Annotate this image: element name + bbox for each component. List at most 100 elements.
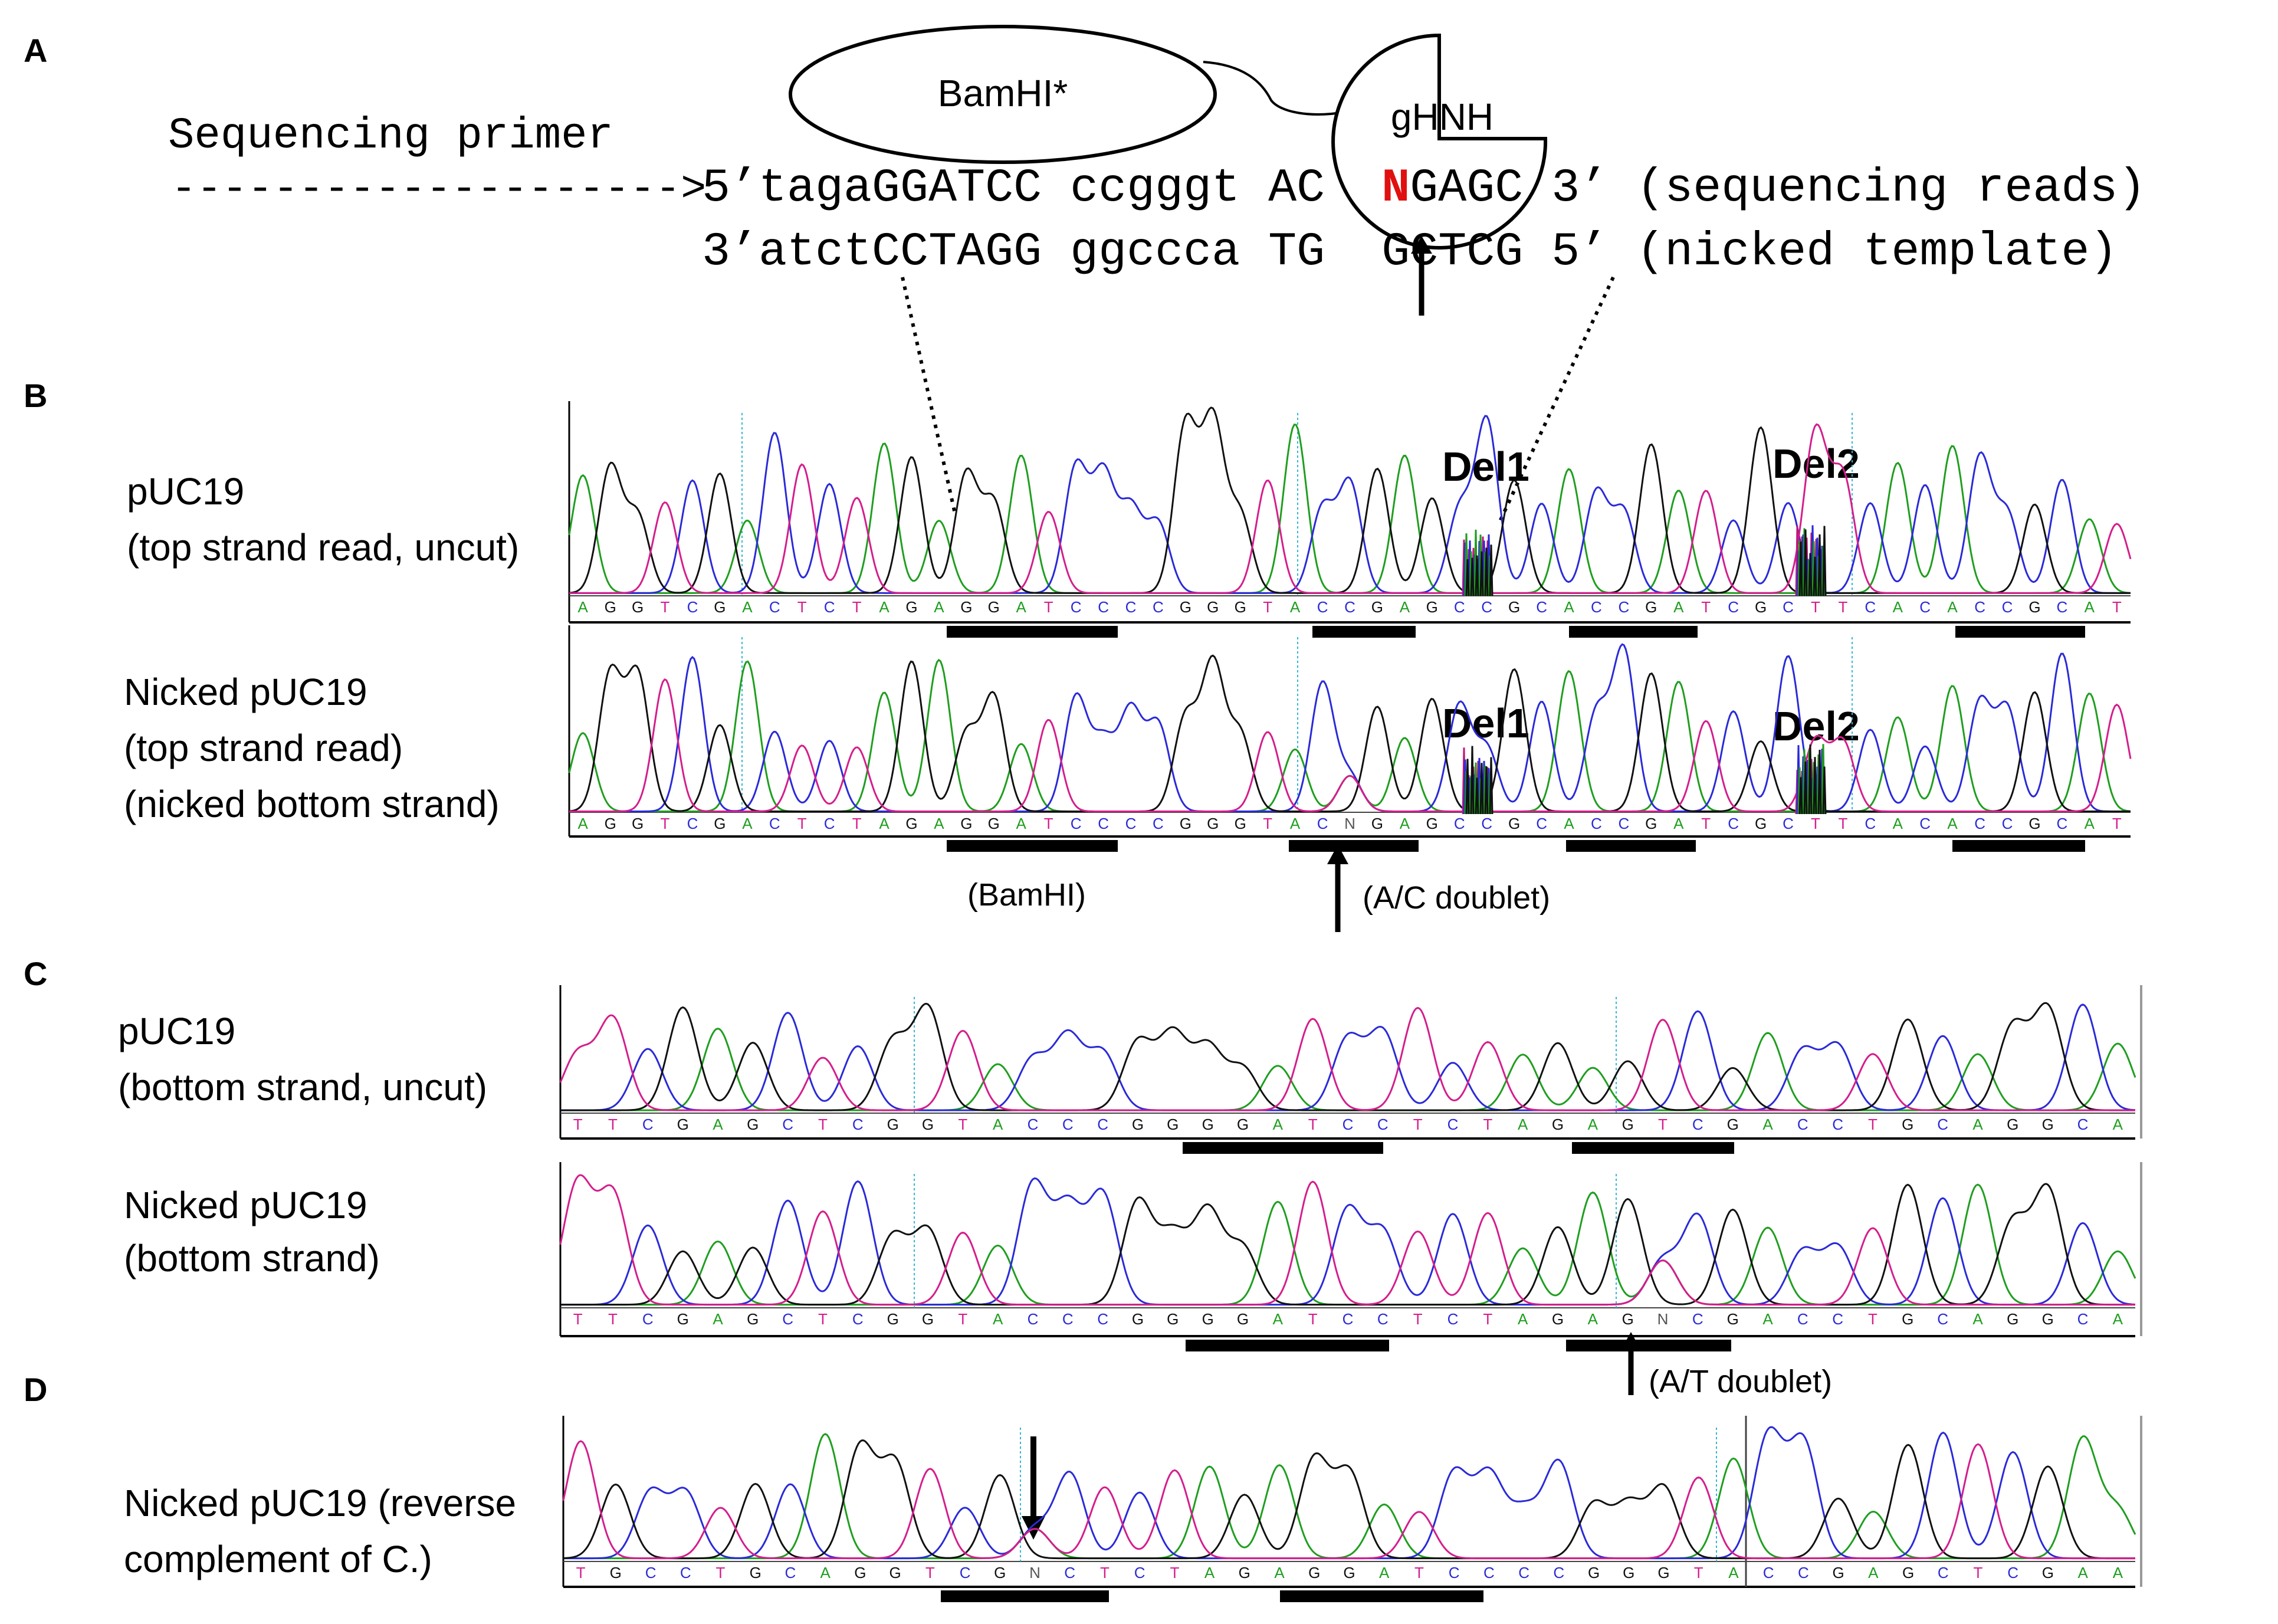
base-call: T [1694,1564,1703,1582]
base-call: A [1016,598,1027,616]
highlight-bar [1312,626,1416,638]
base-call: C [1028,1310,1039,1328]
base-call: C [1832,1310,1843,1328]
base-call: C [1937,1310,1948,1328]
base-call: T [576,1564,586,1582]
base-call: C [769,598,780,616]
base-call: A [2085,598,2095,616]
deletion-spike [1798,744,1827,815]
base-call: G [605,815,616,832]
base-call: C [687,598,698,616]
base-call: G [922,1310,934,1328]
base-call: A [1564,598,1574,616]
base-call: C [1937,1116,1948,1133]
bamhi-label: BamHI* [938,72,1068,114]
base-call: C [2002,815,2013,832]
base-call: G [1235,815,1246,832]
base-call: G [605,598,616,616]
primer-arrow: --------------------> [171,165,706,214]
base-call: T [573,1310,583,1328]
base-call: G [1202,1310,1214,1328]
base-call: G [922,1116,934,1133]
trace-channel-T [569,423,2132,594]
base-call: T [573,1116,583,1133]
trace-channel-T [559,1174,2135,1306]
base-call: C [852,1310,864,1328]
base-call: T [1658,1116,1668,1133]
base-call: C [1798,1564,1809,1582]
base-call: C [1797,1310,1808,1328]
base-call: C [824,598,835,616]
base-call: G [889,1564,901,1582]
base-call: A [820,1564,831,1582]
bamhi-ellipse [789,25,1217,164]
base-call: C [1344,598,1355,616]
base-call: G [2042,1310,2054,1328]
base-call: A [934,598,944,616]
base-call: G [1371,815,1383,832]
base-call: T [797,598,807,616]
base-call: G [2042,1116,2054,1133]
base-call: G [632,815,644,832]
deletion-spike [1795,526,1823,596]
highlight-bar [947,626,1118,638]
base-call: G [1237,1116,1249,1133]
trace3-label-line2: (bottom strand, uncut) [118,1066,487,1108]
nick-arrow-head [1411,236,1432,254]
base-call: C [1481,815,1492,832]
base-call: A [1588,1310,1598,1328]
base-call: A [578,815,589,832]
base-call: G [960,598,972,616]
base-call: T [1483,1310,1492,1328]
bamhi-note: (BamHI) [967,877,1086,913]
base-call: G [1343,1564,1355,1582]
base-call: A [1290,598,1301,616]
deletion-spike [1797,744,1826,815]
base-call: N [1344,815,1355,832]
base-call: T [1838,598,1847,616]
base-call: T [1868,1116,1877,1133]
base-call: T [608,1116,618,1133]
base-call: G [1508,815,1520,832]
base-call: A [2113,1564,2123,1582]
trace-channel-T [562,1440,2135,1560]
base-call: G [994,1564,1006,1582]
ac-doublet-note: (A/C doublet) [1363,880,1550,916]
base-call: C [1797,1116,1808,1133]
base-call: C [1919,598,1931,616]
base-call: C [2057,598,2068,616]
deletion-spike [1465,746,1493,815]
base-call: T [1263,815,1272,832]
base-call: C [1481,598,1492,616]
base-call: T [1044,598,1053,616]
base-call: A [1274,1564,1285,1582]
trace-channel-T [559,1006,2135,1111]
base-call: T [1100,1564,1110,1582]
base-call: T [1414,1564,1424,1582]
base-call: C [1153,598,1164,616]
base-call: A [1868,1564,1879,1582]
highlight-bar [1566,840,1696,852]
base-call: C [1454,598,1465,616]
trace-channel-G [560,1002,2135,1111]
base-call: A [1893,815,1903,832]
base-call: C [852,1116,864,1133]
base-call: G [905,815,917,832]
base-call: A [1400,598,1410,616]
base-call: A [1947,815,1958,832]
d-nick-arrow-head [1022,1516,1045,1540]
base-call: C [1071,815,1082,832]
base-call: C [1536,598,1547,616]
trace-channel-G [563,1439,2135,1560]
trace-channel-C [560,1177,2136,1306]
base-call: A [1588,1116,1598,1133]
base-call: A [578,598,589,616]
base-call: T [1811,815,1820,832]
highlight-bar [941,1590,1109,1602]
base-call: G [988,598,1000,616]
base-call: T [1263,598,1272,616]
highlight-bar [947,840,1118,852]
base-call: A [713,1116,723,1133]
highlight-bar [1186,1340,1389,1351]
